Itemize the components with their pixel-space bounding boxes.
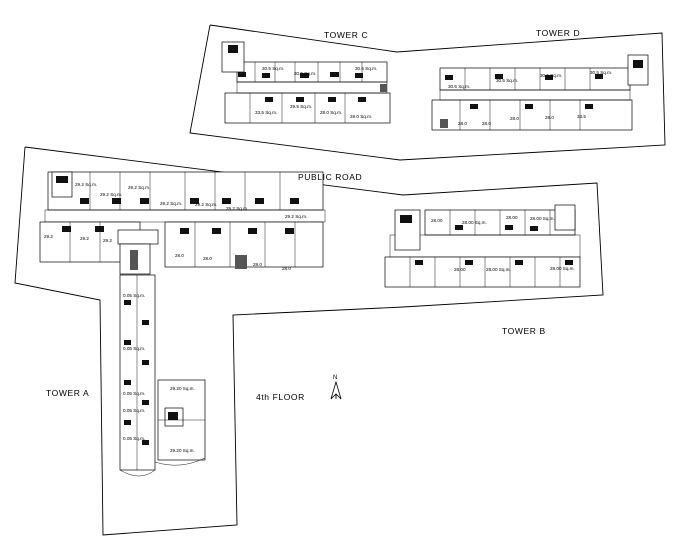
tower-a-unit-area: 28.0 [253,262,262,267]
tower-a-unit-area: 29.2 Sq.m. [226,206,248,211]
tower-a-unit-area: 0.05 Sq.m. [123,408,145,413]
tower-a-unit-area: 29.2 [103,238,112,243]
tower-b-unit-area: 28.00 [506,215,518,220]
tower-b-unit-area: 28.00 Sq.m. [462,220,487,225]
tower-d-plan: 30.5 Sq.m. 30.5 Sq.m. 30.5 Sq.m. 30.5 Sq… [431,54,649,131]
tower-a-unit-area: 29.2 Sq.m. [100,192,122,197]
tower-a-unit-area: 29.2 [44,234,53,239]
tower-a-unit-area: 28.0 [203,256,212,261]
tower-c-label: TOWER C [324,30,368,40]
tower-c-unit-area: 30.5 Sq.m. [262,66,284,71]
floor-label: 4th FLOOR [256,392,305,402]
tower-d-unit-area: 28.0 [545,115,554,120]
tower-b-unit-area: 28.00 [454,267,466,272]
tower-a-unit-area: 29.2 [80,236,89,241]
boundary-tower-a [14,146,604,536]
tower-c-unit-area: 30.5 Sq.m. [294,71,316,76]
north-arrow-icon: N [330,375,342,400]
tower-d-unit-area: 30.5 Sq.m. [496,78,518,83]
tower-c-plan: 30.5 Sq.m. 30.5 Sq.m. 30.5 Sq.m. 33.5 Sq… [221,41,391,124]
tower-a-unit-area: 29.2 Sq.m. [195,202,217,207]
tower-c-unit-area: 29.5 Sq.m. [290,104,312,109]
tower-b-unit-area: 28.00 Sq.m. [530,216,555,221]
tower-b-unit-area: 28.00 [431,218,443,223]
tower-d-unit-area: 30.5 Sq.m. [590,70,612,75]
tower-b-label: TOWER B [502,326,546,336]
tower-a-unit-area: 28.0 [282,266,291,271]
tower-a-plan: 29.2 Sq.m. 29.2 Sq.m. 29.2 Sq.m. 29.2 Sq… [39,171,326,477]
tower-a-unit-area: 0.05 Sq.m. [123,293,145,298]
tower-d-unit-area: 33.5 [577,114,586,119]
public-road-label: PUBLIC ROAD [298,172,362,182]
tower-d-unit-area: 28.0 [458,121,467,126]
north-label: N [333,375,337,381]
site-boundaries [14,24,666,536]
tower-d-unit-area: 28.0 [482,121,491,126]
tower-c-unit-area: 33.5 Sq.m. [255,110,277,115]
tower-b-unit-area: 28.00 Sq.m. [486,267,511,272]
tower-a-unit-area: 29.20 Sq.m. [170,448,195,453]
tower-a-unit-area: 0.05 Sq.m. [123,346,145,351]
tower-c-unit-area: 30.5 Sq.m. [355,66,377,71]
tower-a-unit-area: 28.0 [175,253,184,258]
tower-a-unit-area: 29.2 Sq.m. [160,201,182,206]
tower-a-unit-area: 29.2 Sq.m. [75,182,97,187]
tower-b-unit-area: 28.00 Sq.m. [550,266,575,271]
tower-a-unit-area: 29.2 Sq.m. [128,185,150,190]
tower-d-unit-area: 28.0 [510,116,519,121]
tower-a-unit-area: 29.20 Sq.m. [170,386,195,391]
tower-d-label: TOWER D [536,28,580,38]
tower-a-unit-area: 0.05 Sq.m. [123,391,145,396]
tower-c-unit-area: 28.0 Sq.m. [320,110,342,115]
tower-d-unit-area: 30.5 Sq.m. [448,84,470,89]
boundary-towers-cd [189,24,666,161]
tower-d-unit-area: 30.5 Sq.m. [540,73,562,78]
tower-a-unit-area: 29.2 Sq.m. [285,214,307,219]
tower-a-label: TOWER A [46,388,89,398]
tower-c-unit-area: 28.0 Sq.m. [350,114,372,119]
tower-b-plan: 28.00 28.00 Sq.m. 28.00 28.00 Sq.m. 28.0… [384,204,581,288]
tower-a-unit-area: 0.05 Sq.m. [123,436,145,441]
